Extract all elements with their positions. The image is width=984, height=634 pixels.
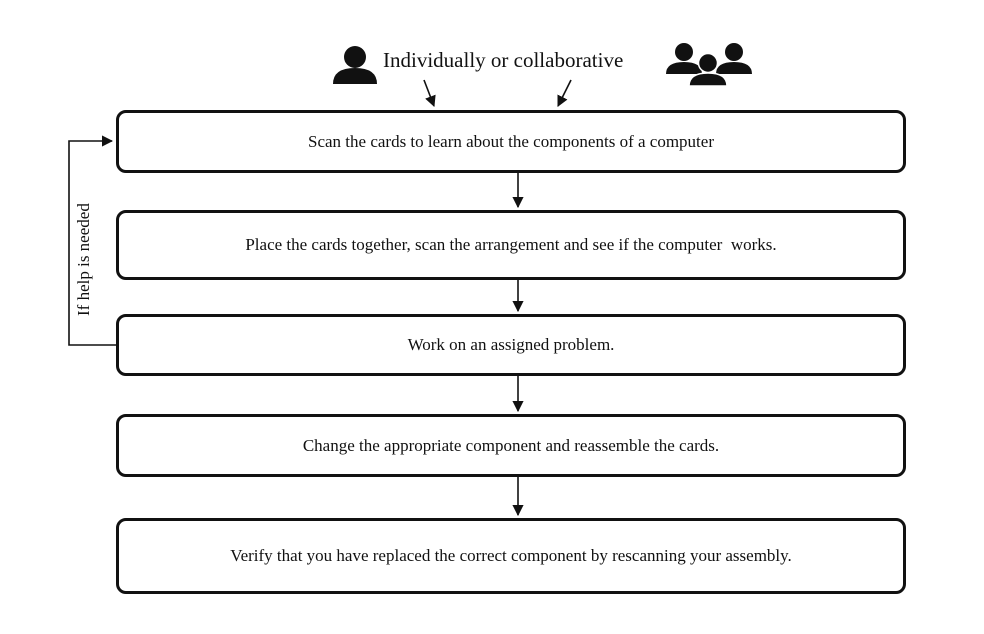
step-change-component-label: Change the appropriate component and rea…	[302, 435, 720, 455]
step-scan-cards: Scan the cards to learn about the compon…	[116, 110, 906, 173]
step-verify: Verify that you have replaced the correc…	[116, 518, 906, 594]
step-assigned-problem-label: Work on an assigned problem.	[407, 335, 615, 354]
person-icon	[333, 46, 377, 84]
step-verify-label: Verify that you have replaced the correc…	[230, 546, 792, 565]
help-loop-arrow	[68, 135, 118, 346]
help-loop-label: If help is needed	[74, 203, 93, 316]
group-icon	[666, 43, 752, 87]
mode-label: Individually or collaborative	[383, 48, 624, 72]
header-arrow-left	[423, 79, 436, 108]
header-arrow-right	[557, 79, 572, 108]
step-assigned-problem: Work on an assigned problem.	[116, 314, 906, 376]
step-scan-cards-label: Scan the cards to learn about the compon…	[308, 131, 714, 151]
step-place-cards: Place the cards together, scan the arran…	[116, 210, 906, 280]
step-change-component: Change the appropriate component and rea…	[116, 414, 906, 477]
step-place-cards-label: Place the cards together, scan the arran…	[245, 235, 777, 254]
